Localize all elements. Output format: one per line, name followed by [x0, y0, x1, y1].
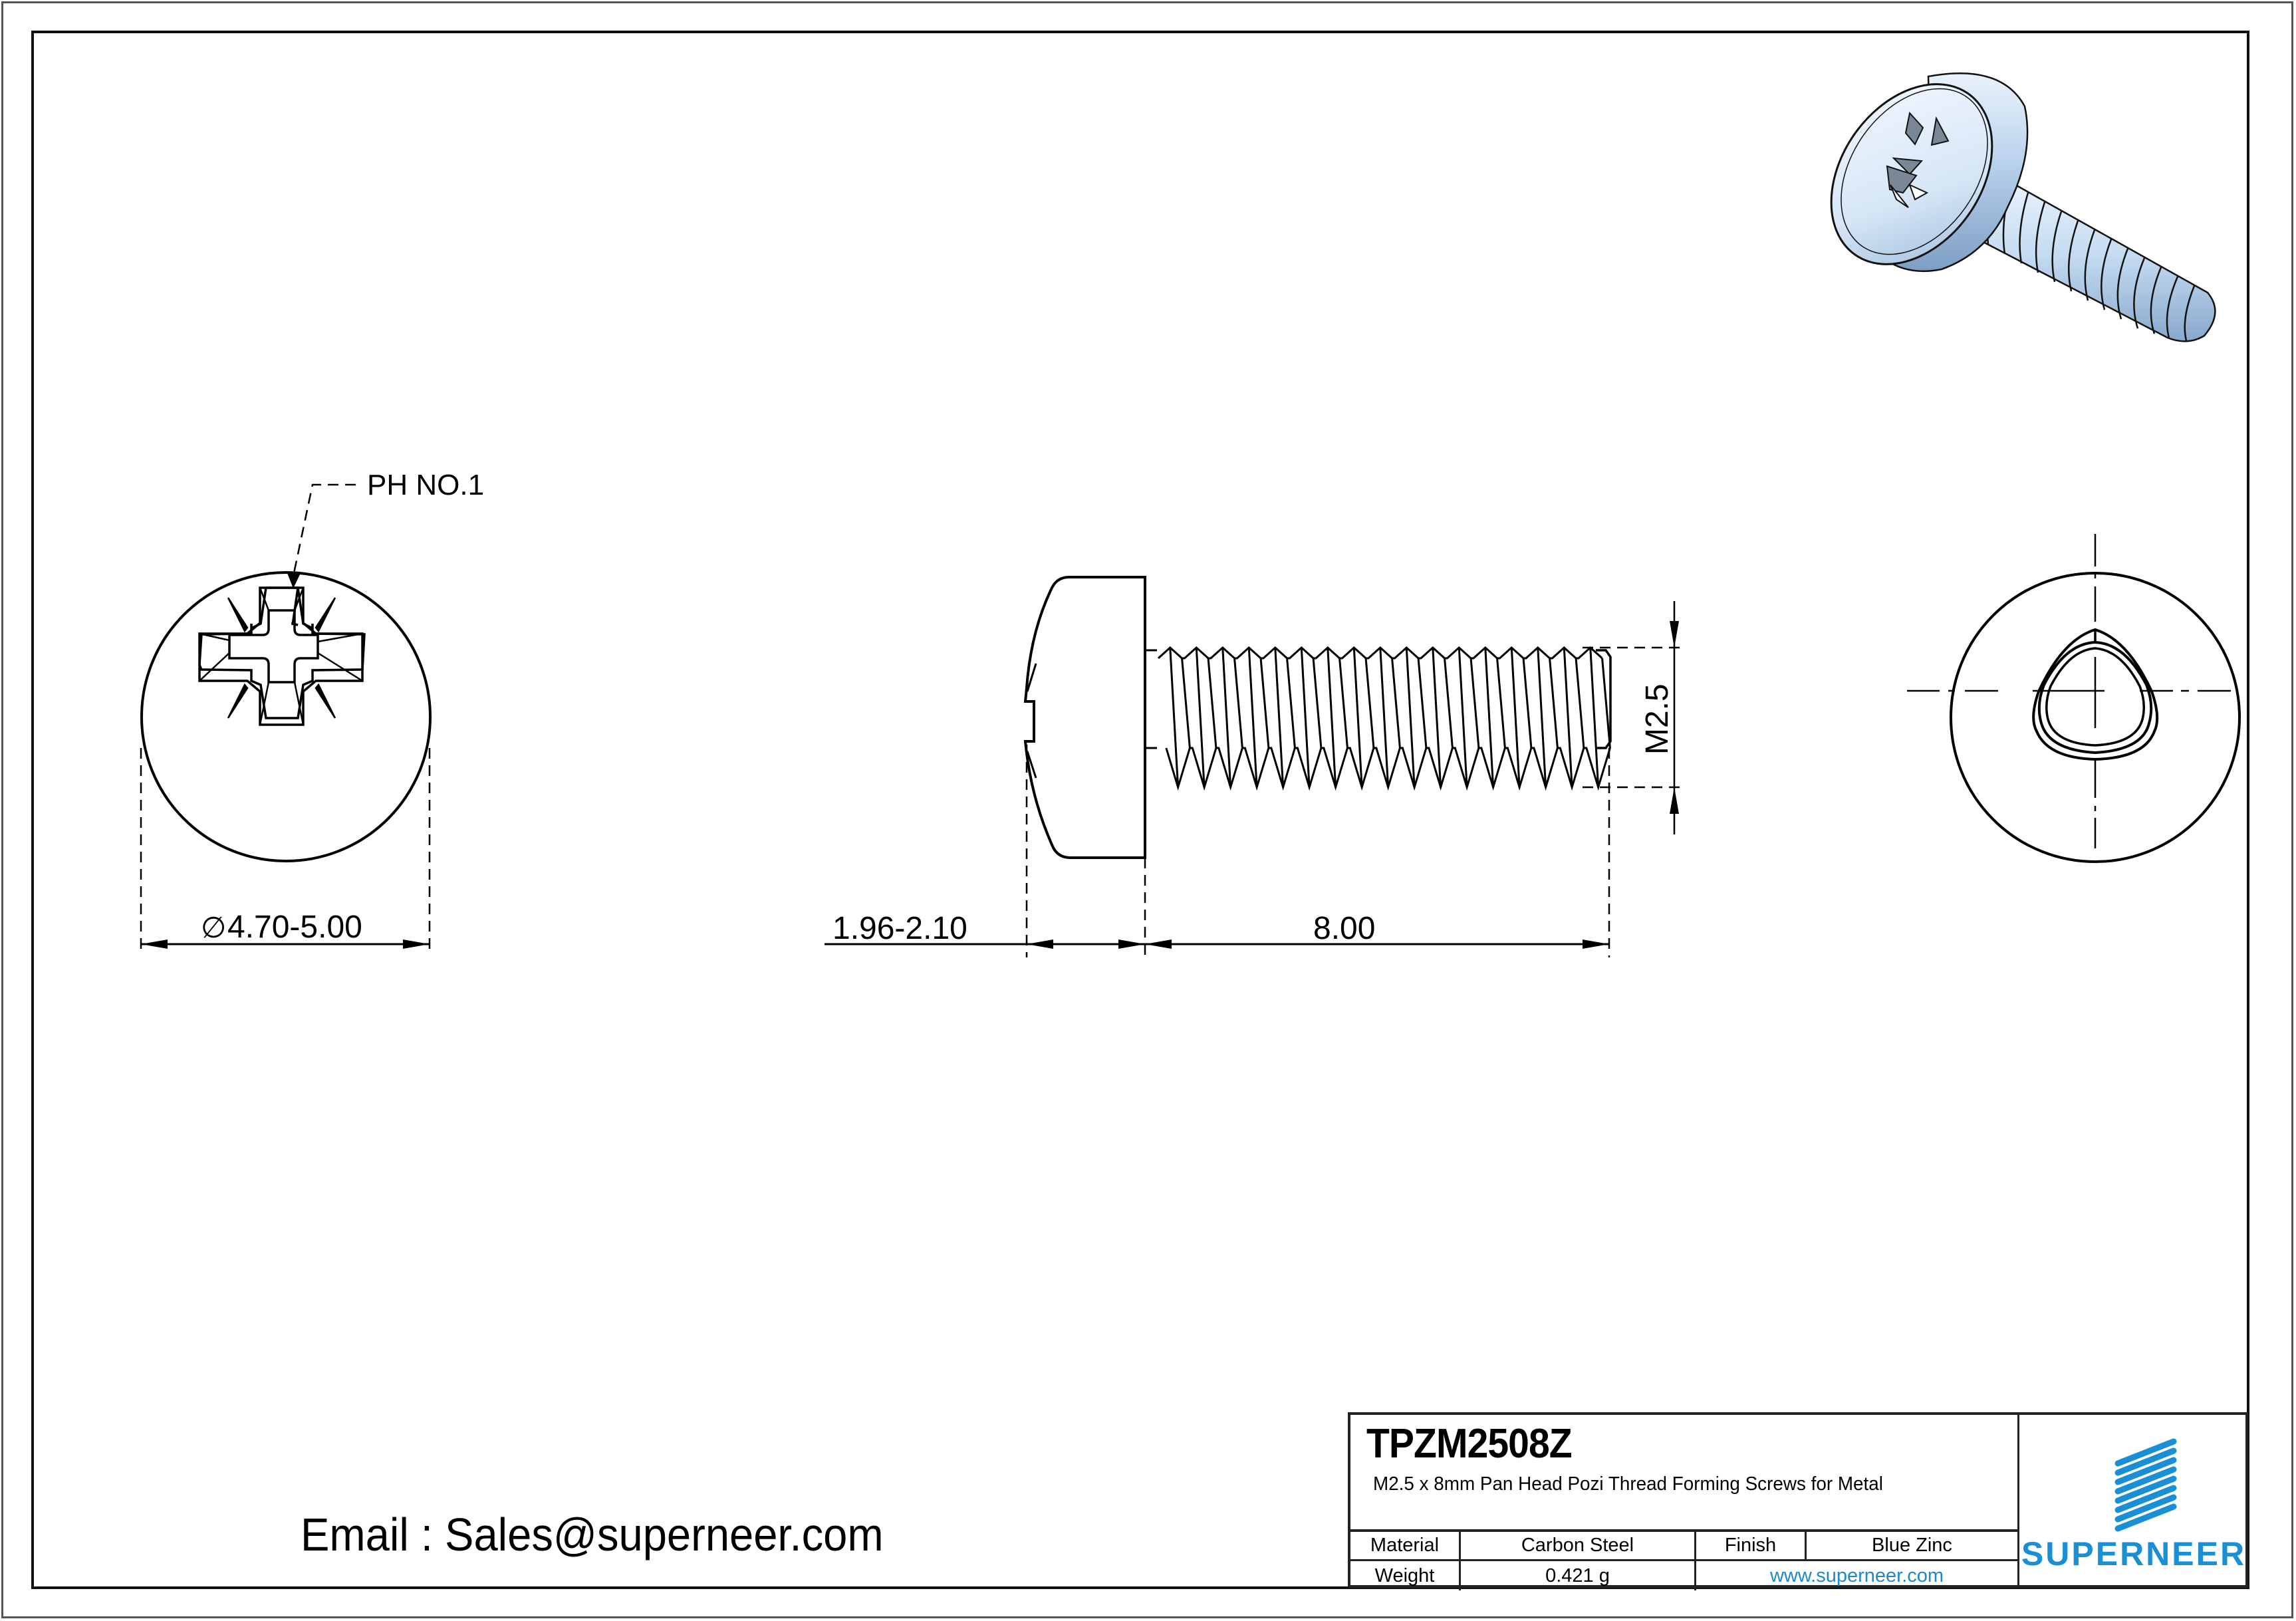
head-outline: [140, 571, 432, 862]
spec-row-material: Material Carbon Steel Finish Blue Zinc: [1350, 1532, 2017, 1561]
length-dimension: 8.00: [1313, 911, 1375, 946]
part-description: M2.5 x 8mm Pan Head Pozi Thread Forming …: [1373, 1473, 1883, 1495]
head-height-dimension: 1.96-2.10: [832, 911, 967, 946]
superneer-logo-icon: [2114, 1438, 2177, 1532]
spec-table: Material Carbon Steel Finish Blue Zinc W…: [1350, 1529, 2017, 1590]
brand-name: SUPERNEER: [2021, 1535, 2247, 1572]
thread-profile: [1157, 646, 1611, 791]
iso-pozi-recess-icon: [1886, 111, 1950, 208]
website-link[interactable]: www.superneer.com: [1769, 1564, 1944, 1586]
top-view: [140, 483, 432, 951]
spec-row-weight: Weight 0.421 g www.superneer.com: [1350, 1561, 2017, 1590]
shank-end-outline: [1950, 572, 2241, 863]
end-view: [1907, 534, 2241, 863]
pan-head-outline: [1023, 576, 1146, 859]
leader-arrow-icon: [287, 573, 301, 588]
title-block-info: TPZM2508Z M2.5 x 8mm Pan Head Pozi Threa…: [1350, 1415, 2019, 1590]
side-view: [825, 576, 1684, 957]
isometric-view: [1830, 72, 2216, 342]
weight-value: 0.421 g: [1461, 1561, 1696, 1590]
head-diameter-dimension: 4.70-5.00: [227, 910, 362, 945]
title-block: TPZM2508Z M2.5 x 8mm Pan Head Pozi Threa…: [1348, 1412, 2248, 1590]
drive-callout-label: PH NO.1: [367, 469, 484, 501]
finish-value: Blue Zinc: [1872, 1535, 1952, 1556]
material-value: Carbon Steel: [1461, 1532, 1696, 1559]
pozi-recess-icon: [198, 586, 366, 719]
diameter-symbol-icon: ∅: [201, 912, 226, 944]
part-code: TPZM2508Z: [1366, 1421, 1573, 1467]
material-label: Material: [1350, 1532, 1461, 1559]
sheet-inner-border: [31, 31, 2249, 1589]
contact-email[interactable]: Email : Sales@superneer.com: [301, 1509, 884, 1560]
weight-label: Weight: [1350, 1561, 1461, 1590]
trilobular-profile-icon: [2032, 628, 2159, 761]
finish-label: Finish: [1696, 1532, 1807, 1559]
thread-size-dimension: M2.5: [1640, 684, 1675, 755]
brand-logo-area: SUPERNEER: [2019, 1415, 2248, 1585]
